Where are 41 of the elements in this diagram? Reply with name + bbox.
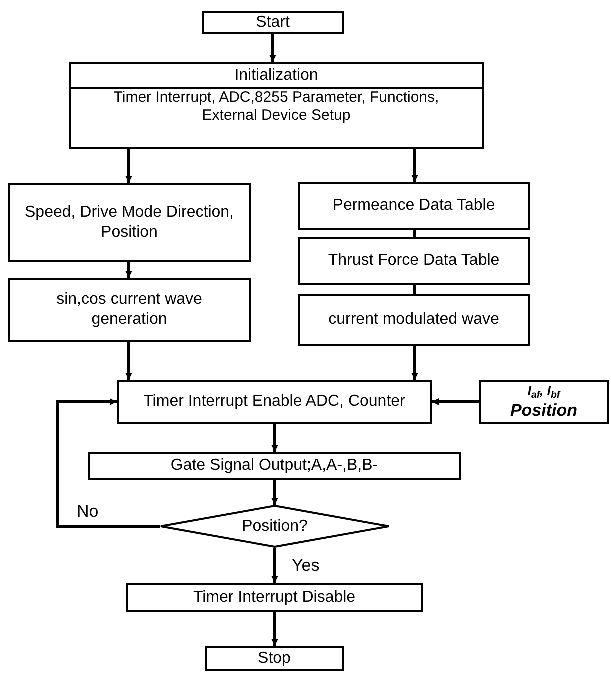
input-label: I$_{af}$, I$_{bf}$	[528, 383, 560, 400]
arrow	[272, 548, 278, 583]
arrow	[432, 398, 479, 406]
arrow	[412, 346, 418, 380]
process-box	[298, 237, 530, 285]
process-box	[8, 278, 251, 342]
arrow	[126, 262, 132, 278]
input-label: Position	[510, 400, 578, 421]
box-label: Stop	[258, 648, 291, 668]
box-label: Speed, Drive Mode Direction, Position	[24, 202, 235, 242]
arrow	[272, 480, 278, 505]
arrow	[412, 149, 418, 182]
process-box	[69, 62, 484, 149]
arrow	[270, 34, 276, 62]
box-label: Timer Interrupt Enable ADC, Counter	[144, 392, 406, 412]
process-box	[298, 182, 530, 230]
process-box	[126, 583, 423, 612]
box-heading: Initialization	[71, 64, 482, 89]
box-label: Timer Interrupt Disable	[193, 588, 356, 608]
terminal-box	[205, 646, 344, 671]
edge-label: Yes	[290, 556, 322, 574]
terminal-box	[202, 11, 344, 34]
arrow	[272, 612, 278, 646]
decision-label: Position?	[242, 516, 308, 536]
process-box	[8, 183, 251, 262]
box-label: current modulated wave	[328, 310, 500, 330]
arrow	[272, 424, 278, 452]
box-label: Thrust Force Data Table	[328, 251, 500, 271]
box-label: Start	[256, 12, 290, 32]
arrow	[126, 342, 132, 380]
box-text: Timer Interrupt, ADC,8255 Parameter, Functions, External Device Setup	[112, 89, 440, 125]
box-label: sin,cos current wave generation	[56, 290, 204, 330]
process-box	[88, 452, 461, 480]
arrow	[126, 149, 132, 183]
edge-label: No	[75, 503, 101, 520]
arrow	[56, 398, 160, 528]
process-box	[298, 294, 530, 346]
input-box	[479, 380, 609, 424]
process-box	[117, 380, 432, 424]
box-label: Gate Signal Output;A,A-,B,B-	[170, 456, 378, 476]
box-label: Permeance Data Table	[332, 196, 496, 216]
